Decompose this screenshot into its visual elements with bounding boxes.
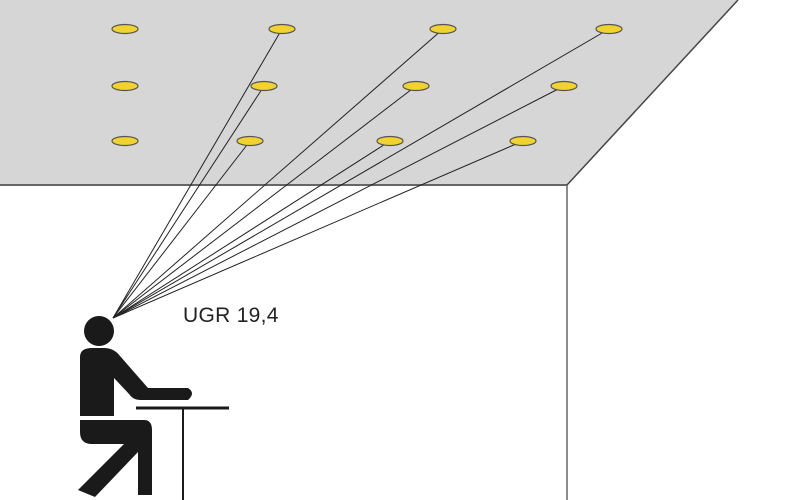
sight-line: [112, 28, 610, 319]
ceiling-side-edge: [566, 0, 739, 186]
ceiling-light-icon: [111, 23, 139, 35]
ceiling-plane: [0, 0, 738, 185]
ceiling-light-icon: [236, 135, 264, 147]
ceiling-light-icon: [111, 80, 139, 92]
sight-line: [112, 85, 565, 319]
ceiling-light-icon: [550, 80, 578, 92]
person-head: [84, 316, 114, 346]
ceiling-light-icon: [509, 135, 537, 147]
sight-line: [112, 85, 417, 319]
ceiling-lights: [111, 23, 623, 147]
ceiling-light-icon: [429, 23, 457, 35]
ceiling-light-icon: [250, 80, 278, 92]
sight-line: [112, 140, 391, 319]
person-legs: [78, 420, 152, 497]
sight-line: [112, 85, 265, 319]
ceiling-light-icon: [376, 135, 404, 147]
sight-line: [112, 28, 444, 319]
ceiling-light-icon: [111, 135, 139, 147]
ceiling-light-icon: [402, 80, 430, 92]
sight-line: [112, 140, 524, 319]
sight-line: [112, 140, 251, 319]
seated-person-icon: [78, 316, 192, 497]
person-torso: [80, 348, 192, 416]
ceiling-light-icon: [595, 23, 623, 35]
ugr-value-label: UGR 19,4: [183, 304, 279, 327]
sight-lines: [112, 28, 610, 319]
ceiling-light-icon: [268, 23, 296, 35]
sight-line: [112, 28, 283, 319]
